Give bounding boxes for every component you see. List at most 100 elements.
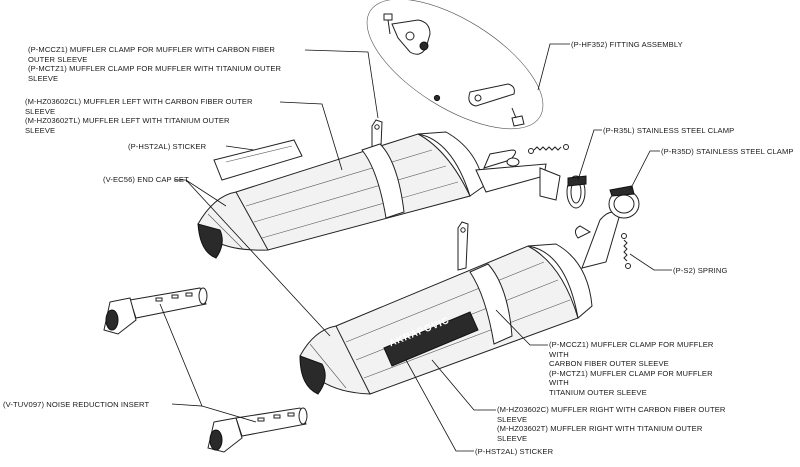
- label-clamp-bottom-line-2: WITH: [549, 349, 569, 359]
- label-clamp-top-line-4: SLEEVE: [28, 73, 59, 83]
- leader-lines: [159, 43, 672, 452]
- label-clamp-bottom-line-6: TITANIUM OUTER SLEEVE: [549, 387, 647, 397]
- muffler-left-hanger-hole: [374, 124, 380, 130]
- leader-noise-insert-a: [159, 303, 203, 407]
- leader-muffler-left: [279, 101, 343, 171]
- spring-upper-end-a: [528, 148, 534, 154]
- muffler-right: [299, 211, 621, 395]
- noise-insert-upper-tube: [129, 287, 207, 319]
- label-clamp-bottom: (P-MCCZ1) MUFFLER CLAMP FOR MUFFLER WITH…: [549, 340, 714, 398]
- muffler-left-clamp: [361, 143, 405, 219]
- noise-insert-upper-slot-3: [185, 292, 193, 297]
- spring-lower-end-b: [625, 263, 631, 269]
- fitting-bolt-hole-icon: [405, 31, 415, 41]
- label-sticker-top: (P-HST2AL) STICKER: [128, 142, 207, 151]
- leader-spring: [629, 253, 672, 271]
- noise-insert-upper: [103, 287, 208, 335]
- akrapovic-logo: [383, 311, 479, 367]
- label-end-cap: (V-EC56) END CAP SET: [103, 175, 189, 184]
- muffler-left: [197, 119, 561, 259]
- fitting-bracket-lower: [468, 83, 515, 107]
- spring-upper: [528, 144, 569, 154]
- label-muffler-right: (M-HZ03602C) MUFFLER RIGHT WITH CARBON F…: [497, 405, 725, 443]
- muffler-left-pipe-end: [539, 167, 561, 201]
- noise-insert-lower-mouth: [298, 407, 308, 425]
- clamp-r35l: [566, 175, 587, 209]
- muffler-left-facet-1: [245, 149, 433, 207]
- muffler-right-cap-facet: [309, 343, 347, 389]
- noise-insert-lower-tube: [235, 407, 307, 437]
- spring-lower-end-a: [621, 233, 627, 239]
- spring-upper-coil: [533, 146, 562, 151]
- label-fitting: (P-HF352) FITTING ASSEMBLY: [571, 40, 683, 49]
- muffler-left-link-pipe: [475, 149, 547, 193]
- label-sticker-bottom: (P-HST2AL) STICKER: [475, 447, 554, 456]
- fitting-assembly-group: [366, 0, 544, 130]
- label-clamp-r35d: (P-R35D) STAINLESS STEEL CLAMP: [661, 147, 794, 156]
- leader-clamp-r35d: [629, 150, 660, 191]
- muffler-left-facet-3: [261, 181, 459, 239]
- label-muffler-left-line-3: (M-HZ03602TL) MUFFLER LEFT WITH TITANIUM…: [25, 116, 230, 126]
- clamp-r35d-bolt: [609, 185, 635, 197]
- fitting-washer-icon: [433, 94, 441, 102]
- noise-insert-lower-slot-1: [257, 417, 265, 422]
- leader-clamp-bottom: [495, 309, 548, 346]
- label-clamp-bottom-line-5: WITH: [549, 378, 569, 388]
- noise-insert-lower-slot-2: [273, 414, 281, 419]
- muffler-right-facet-3: [363, 299, 571, 379]
- fitting-bolt-lower-icon: [511, 115, 525, 127]
- fitting-bolt-shaft: [387, 19, 391, 35]
- leader-clamp-r35l: [577, 129, 602, 181]
- fitting-assembly-outline: [366, 0, 544, 130]
- leader-end-cap-b: [185, 179, 331, 337]
- label-muffler-left-line-2: SLEEVE: [25, 106, 56, 116]
- fitting-bolt-lower-shaft: [511, 107, 517, 119]
- label-clamp-top: (P-MCCZ1) MUFFLER CLAMP FOR MUFFLER WITH…: [28, 45, 281, 83]
- muffler-right-clamp: [469, 263, 513, 345]
- leader-sticker-top: [225, 145, 255, 151]
- clamp-r35d: [608, 185, 640, 219]
- spring-lower: [621, 233, 631, 269]
- leader-muffler-right: [431, 359, 496, 411]
- label-clamp-bottom-line-3: CARBON FIBER OUTER SLEEVE: [549, 359, 669, 369]
- muffler-left-pipe-hook: [506, 157, 520, 167]
- leader-clamp-top: [304, 49, 379, 119]
- clamp-r35l-bolt: [567, 175, 587, 187]
- muffler-left-facet-2: [253, 165, 447, 223]
- label-muffler-right-line-2: SLEEVE: [497, 414, 528, 424]
- muffler-right-tailpipe: [299, 355, 326, 395]
- akrapovic-logo-plate: [383, 311, 479, 367]
- label-muffler-right-line-1: (M-HZ03602C) MUFFLER RIGHT WITH CARBON F…: [497, 405, 726, 414]
- muffler-left-rear-cap: [417, 131, 485, 197]
- leader-noise-insert-b: [201, 405, 257, 423]
- label-clamp-r35l: (P-R35L) STAINLESS STEEL CLAMP: [603, 126, 735, 135]
- label-clamp-top-line-1: (P-MCCZ1) MUFFLER CLAMP FOR MUFFLER WITH…: [28, 45, 275, 54]
- muffler-left-tailpipe: [197, 223, 223, 259]
- noise-insert-lower-slot-3: [287, 412, 295, 417]
- fitting-nut-icon: [419, 41, 429, 51]
- spring-lower-coil: [623, 239, 628, 262]
- leader-fitting: [537, 43, 570, 91]
- noise-insert-upper-outlet: [105, 309, 119, 331]
- label-clamp-bottom-line-1: (P-MCCZ1) MUFFLER CLAMP FOR MUFFLER: [549, 340, 714, 349]
- label-noise-insert: (V-TUV097) NOISE REDUCTION INSERT: [3, 400, 150, 409]
- muffler-right-hanger-hole: [460, 227, 466, 233]
- label-muffler-right-line-3: (M-HZ03602T) MUFFLER RIGHT WITH TITANIUM…: [497, 424, 703, 434]
- label-muffler-left: (M-HZ03602CL) MUFFLER LEFT WITH CARBON F…: [25, 97, 253, 135]
- label-muffler-right-line-4: SLEEVE: [497, 433, 528, 443]
- noise-insert-lower-outlet: [209, 429, 223, 451]
- noise-insert-lower: [207, 407, 308, 453]
- muffler-right-rear-cap: [527, 243, 593, 319]
- muffler-right-hanger: [457, 221, 469, 271]
- fitting-hole-icon: [474, 94, 482, 102]
- noise-insert-upper-slot-1: [155, 297, 163, 302]
- label-clamp-top-line-2: OUTER SLEEVE: [28, 54, 88, 64]
- noise-insert-upper-mouth: [198, 287, 208, 305]
- muffler-right-facet-1: [345, 261, 545, 343]
- leader-sticker-bottom: [405, 359, 474, 452]
- spring-upper-end-b: [563, 144, 569, 150]
- label-clamp-bottom-line-4: (P-MCTZ1) MUFFLER CLAMP FOR MUFFLER: [549, 368, 713, 378]
- sticker-upper-line: [225, 145, 293, 163]
- muffler-left-cap-facet: [207, 213, 245, 251]
